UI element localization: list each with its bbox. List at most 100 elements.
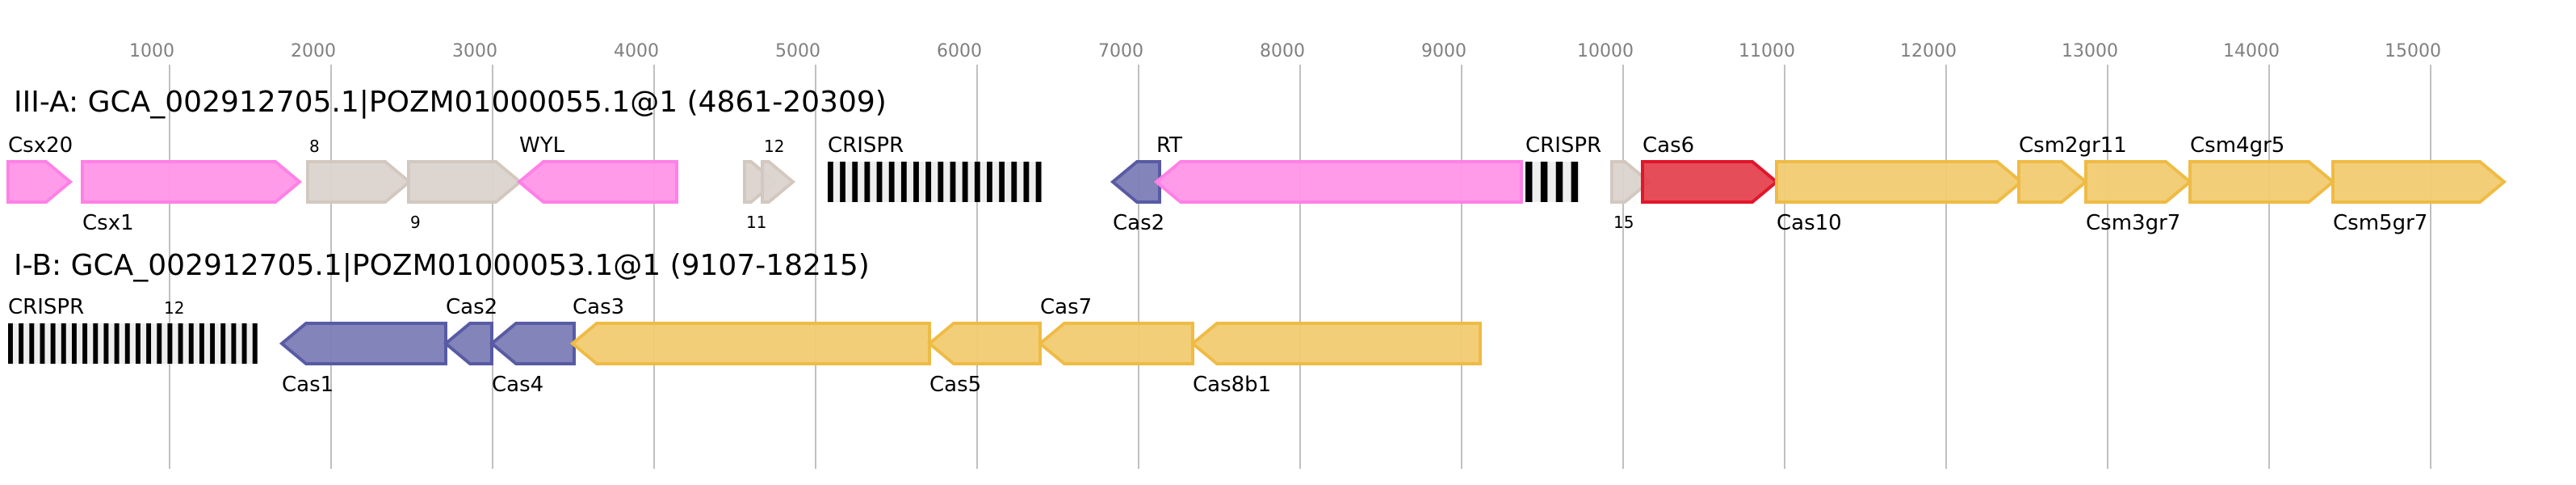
- gene-9[interactable]: 9: [407, 160, 523, 232]
- gene-arrow-reverse[interactable]: [926, 322, 1042, 365]
- gene-name-label: RT: [1156, 133, 1182, 158]
- axis-tick-label: 12000: [1900, 41, 1957, 61]
- gene-cas5[interactable]: Cas5: [926, 322, 1042, 397]
- crispr-repeat: [124, 323, 130, 364]
- crispr-repeat: [950, 162, 956, 202]
- crispr-repeat: [876, 162, 883, 202]
- gene-arrow-reverse[interactable]: [1153, 160, 1523, 204]
- gene-csm5gr7[interactable]: Csm5gr7: [2331, 160, 2507, 235]
- axis-tick-label: 5000: [775, 41, 820, 61]
- crispr-repeat: [1023, 162, 1030, 202]
- gene-cas10[interactable]: Cas10: [1775, 160, 2024, 235]
- crispr-label: CRISPR: [828, 133, 904, 158]
- gene-arrow-forward[interactable]: [81, 160, 303, 204]
- gene-cas6[interactable]: Cas6: [1641, 133, 1780, 204]
- axis-tick-label: 4000: [614, 41, 659, 61]
- axis-tick-label: 3000: [452, 41, 497, 61]
- gene-arrow-reverse[interactable]: [1037, 322, 1194, 365]
- gene-11[interactable]: 11: [743, 160, 778, 232]
- crispr-repeat: [1035, 162, 1042, 202]
- gene-name-label: Cas8b1: [1193, 373, 1271, 397]
- gene-arrow-forward[interactable]: [1610, 160, 1652, 204]
- crispr-array[interactable]: CRISPR: [1525, 133, 1601, 202]
- gene-arrow-reverse[interactable]: [1189, 322, 1482, 365]
- axis-tick-label: 1000: [129, 41, 174, 61]
- gene-cas2[interactable]: Cas2: [443, 295, 497, 365]
- crispr-repeat: [157, 323, 162, 364]
- gene-number-label: 8: [309, 137, 320, 156]
- crispr-repeat: [974, 162, 980, 202]
- crispr-label: CRISPR: [8, 295, 84, 319]
- gene-arrow-forward[interactable]: [6, 160, 73, 204]
- crispr-repeat: [938, 162, 944, 202]
- gene-csx20[interactable]: Csx20: [6, 133, 73, 204]
- gene-cas2[interactable]: Cas2: [1110, 160, 1164, 235]
- gene-arrow-reverse[interactable]: [1110, 160, 1161, 204]
- gene-arrow-forward[interactable]: [2017, 160, 2089, 204]
- crispr-array[interactable]: CRISPR: [828, 133, 1043, 202]
- crispr-repeat: [962, 162, 968, 202]
- gene-8[interactable]: 8: [306, 137, 413, 204]
- locus-track: III-A: GCA_002912705.1|POZM01000055.1@1 …: [6, 86, 2507, 235]
- gene-arrow-forward[interactable]: [761, 160, 796, 204]
- crispr-repeat: [114, 323, 120, 364]
- gene-csm3gr7[interactable]: Csm3gr7: [2084, 160, 2193, 235]
- crispr-repeat: [241, 323, 247, 364]
- gene-cas1[interactable]: Cas1: [279, 322, 447, 397]
- gene-name-label: Cas7: [1040, 295, 1092, 319]
- gene-rt[interactable]: RT: [1153, 133, 1523, 204]
- crispr-repeat: [71, 323, 77, 364]
- crispr-repeat: [210, 323, 216, 364]
- gene-arrow-forward[interactable]: [306, 160, 413, 204]
- gene-arrow-forward[interactable]: [1641, 160, 1780, 204]
- gene-cas7[interactable]: Cas7: [1037, 295, 1194, 365]
- gene-arrow-forward[interactable]: [2084, 160, 2193, 204]
- gene-arrow-reverse[interactable]: [516, 160, 678, 204]
- gene-name-label: Csm4gr5: [2190, 133, 2284, 158]
- gene-arrow-reverse[interactable]: [489, 322, 576, 365]
- crispr-repeat: [178, 323, 183, 364]
- crispr-repeat: [50, 323, 56, 364]
- gene-arrow-reverse[interactable]: [569, 322, 931, 365]
- loci-layer: III-A: GCA_002912705.1|POZM01000055.1@1 …: [6, 86, 2507, 397]
- gene-name-label: Csx20: [8, 133, 73, 158]
- gene-arrow-reverse[interactable]: [279, 322, 447, 365]
- crispr-repeat: [1525, 162, 1533, 202]
- gene-name-label: Cas6: [1643, 133, 1694, 158]
- crispr-repeat: [231, 323, 237, 364]
- gene-name-label: Cas1: [282, 373, 334, 397]
- crispr-repeat: [1540, 162, 1548, 202]
- gene-name-label: Csx1: [82, 211, 134, 235]
- axis-tick-label: 11000: [1739, 41, 1795, 61]
- axis-tick-label: 8000: [1260, 41, 1305, 61]
- crispr-repeat: [8, 323, 13, 364]
- gene-cas4[interactable]: Cas4: [489, 322, 576, 397]
- crispr-repeat: [864, 162, 871, 202]
- gene-wyl[interactable]: WYL: [516, 133, 678, 204]
- crispr-repeat: [82, 323, 88, 364]
- crispr-repeat: [93, 323, 99, 364]
- gene-arrow-forward[interactable]: [2188, 160, 2336, 204]
- gene-arrow-forward[interactable]: [2331, 160, 2507, 204]
- axis-tick-label: 7000: [1098, 41, 1143, 61]
- gene-arrow-reverse[interactable]: [443, 322, 493, 365]
- locus-title: III-A: GCA_002912705.1|POZM01000055.1@1 …: [14, 86, 887, 119]
- gene-arrow-forward[interactable]: [407, 160, 523, 204]
- gene-csx1[interactable]: Csx1: [81, 160, 303, 235]
- gene-csm4gr5[interactable]: Csm4gr5: [2188, 133, 2336, 204]
- crispr-label: CRISPR: [1525, 133, 1601, 158]
- gene-csm2gr11[interactable]: Csm2gr11: [2017, 133, 2127, 204]
- gene-12[interactable]: 12: [761, 137, 796, 204]
- crispr-array[interactable]: CRISPR: [8, 295, 258, 364]
- gene-arrow-forward[interactable]: [1775, 160, 2024, 204]
- crispr-repeat: [29, 323, 35, 364]
- axis-tick-label: 15000: [2385, 41, 2441, 61]
- gene-name-label: Cas4: [492, 373, 543, 397]
- gene-number-label: 15: [1613, 213, 1634, 232]
- gene-number-label: 12: [764, 137, 784, 156]
- gene-15[interactable]: 15: [1610, 160, 1652, 232]
- gene-cas8b1[interactable]: Cas8b1: [1189, 322, 1482, 397]
- gene-cas3[interactable]: Cas3: [569, 295, 931, 365]
